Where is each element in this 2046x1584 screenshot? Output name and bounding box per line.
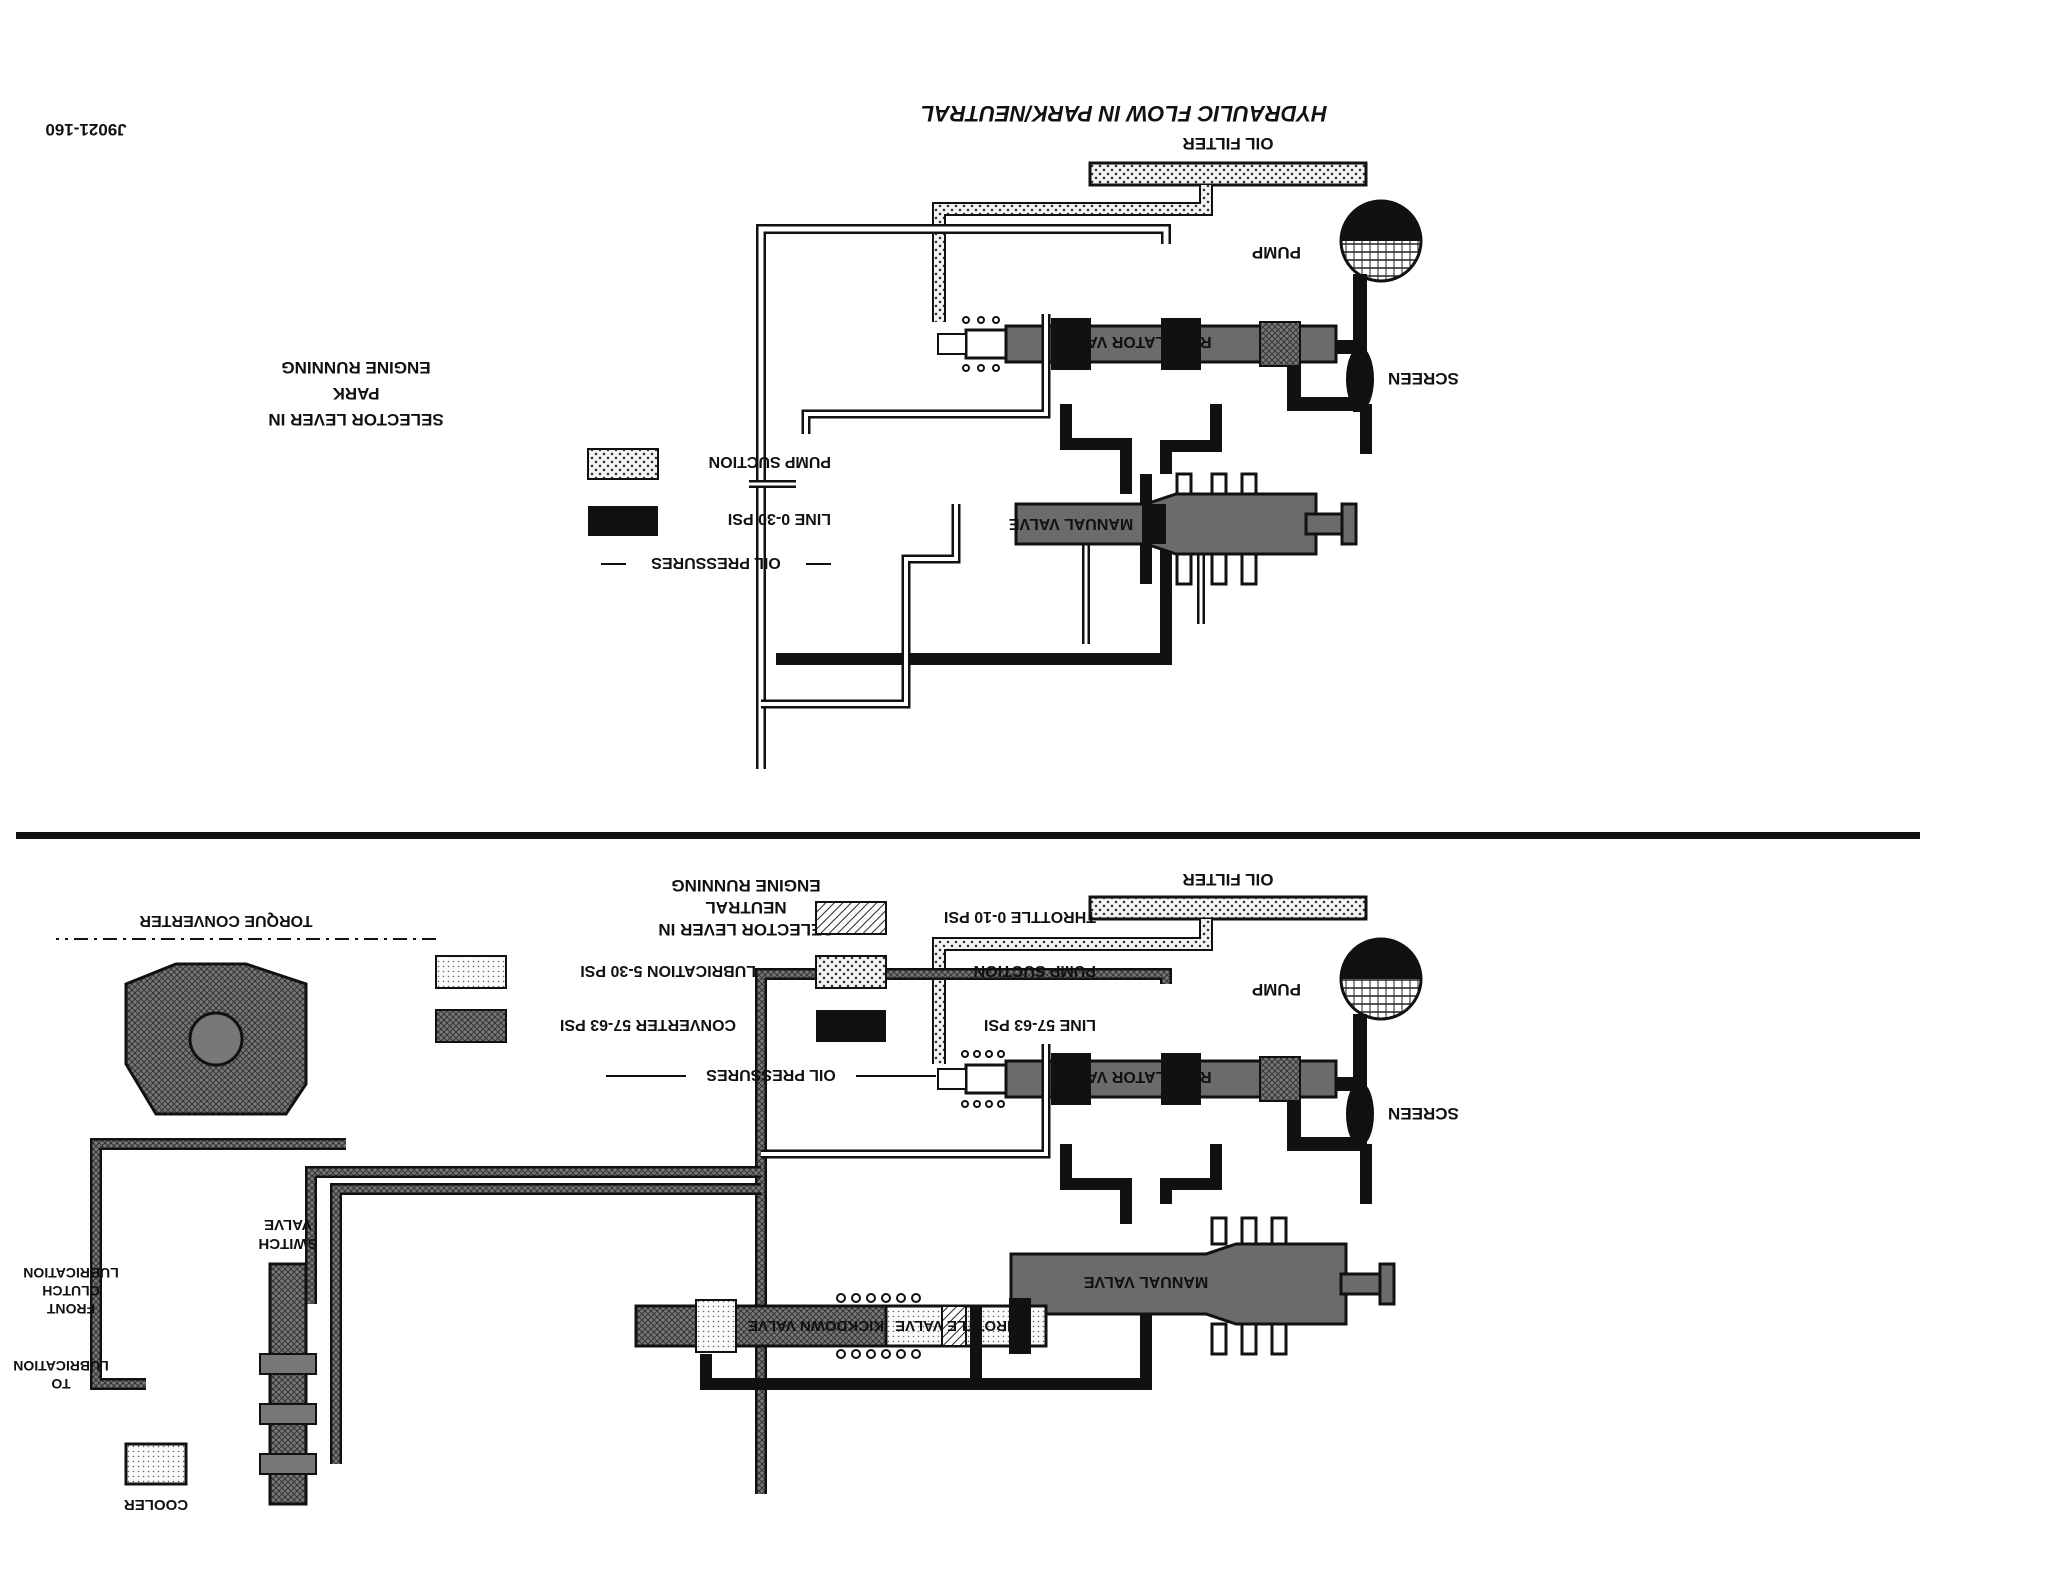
legend-lubrication-label: LUBRICATION 5-30 PSI bbox=[580, 962, 756, 979]
legend-throttle-label: THROTTLE 0-10 PSI bbox=[944, 908, 1096, 925]
legend-line-swatch-top bbox=[588, 506, 658, 536]
oil-filter-label-top: OIL FILTER bbox=[1183, 134, 1274, 153]
oil-filter-label-bottom: OIL FILTER bbox=[1183, 870, 1274, 889]
regulator-valve-label-top: REGULATOR VALVE bbox=[1056, 333, 1212, 350]
manual-valve-label-bottom: MANUAL VALVE bbox=[1083, 1273, 1208, 1290]
legend-converter-label: CONVERTER 57-63 PSI bbox=[560, 1016, 736, 1033]
kickdown-valve-body bbox=[634, 1304, 888, 1348]
switch-valve: SWITCH VALVE bbox=[258, 1216, 318, 1506]
legend-line-label-top: LINE 0-30 PSI bbox=[728, 510, 831, 527]
legend-throttle-swatch bbox=[815, 901, 887, 935]
to-lubrication-label-1: TO bbox=[51, 1376, 70, 1392]
switch-valve-label-1: SWITCH bbox=[258, 1235, 317, 1252]
selector-line-2-top: PARK bbox=[332, 384, 380, 403]
panel-separator bbox=[16, 832, 1920, 839]
front-clutch-label-1: FRONT bbox=[46, 1301, 95, 1317]
screen-label-bottom: SCREEN bbox=[1388, 1104, 1459, 1123]
legend-bottom: OIL PRESSURES LINE 57-63 PSI CONVERTER 5… bbox=[435, 901, 1096, 1083]
cooler-label: COOLER bbox=[124, 1496, 188, 1513]
throttle-valve-label: THROTTLE VALVE bbox=[895, 1317, 1027, 1334]
legend-suction-label-bottom: PUMP SUCTION bbox=[974, 962, 1096, 979]
switch-valve-label-2: VALVE bbox=[264, 1216, 312, 1233]
legend-lubrication-swatch bbox=[435, 955, 507, 989]
pump-label-bottom: PUMP bbox=[1252, 980, 1301, 999]
selector-line-3-top: ENGINE RUNNING bbox=[281, 358, 430, 377]
front-clutch-label-3: LUBRICATION bbox=[23, 1265, 118, 1281]
front-clutch-label-2: CLUTCH bbox=[42, 1283, 100, 1299]
legend-header-bottom: OIL PRESSURES bbox=[706, 1066, 836, 1083]
legend-converter-swatch bbox=[435, 1009, 507, 1043]
oil-filter-top bbox=[1088, 161, 1368, 187]
selector-line-1-top: SELECTOR LEVER IN bbox=[268, 410, 443, 429]
kickdown-valve-label: KICKDOWN VALVE bbox=[748, 1317, 884, 1334]
screen-label-top: SCREEN bbox=[1388, 369, 1459, 388]
selector-line-2-bottom: NEUTRAL bbox=[705, 898, 786, 917]
selector-line-1-bottom: SELECTOR LEVER IN bbox=[658, 920, 833, 939]
to-lubrication-label-2: LUBRICATION bbox=[13, 1358, 108, 1374]
oil-filter-bottom bbox=[1088, 895, 1368, 921]
torque-converter: TORQUE CONVERTER bbox=[56, 912, 436, 1390]
figure-id: J9021-160 bbox=[45, 120, 126, 139]
top-panel: OIL FILTER PUMP SCREEN REGULATOR VALVE bbox=[268, 134, 1459, 769]
legend-suction-label-top: PUMP SUCTION bbox=[709, 453, 831, 470]
cooler bbox=[124, 1442, 188, 1486]
page-title: HYDRAULIC FLOW IN PARK/NEUTRAL bbox=[921, 101, 1328, 126]
legend-suction-swatch-top bbox=[587, 448, 659, 480]
manual-valve-label-top: MANUAL VALVE bbox=[1008, 515, 1133, 532]
legend-header-top: OIL PRESSURES bbox=[651, 554, 781, 571]
legend-top: OIL PRESSURES LINE 0-30 PSI PUMP SUCTION bbox=[587, 448, 831, 571]
bottom-panel: OIL FILTER PUMP SCREEN REGULATOR VALVE bbox=[13, 870, 1459, 1513]
legend-suction-swatch-bottom bbox=[815, 955, 887, 989]
selector-line-3-bottom: ENGINE RUNNING bbox=[671, 876, 820, 895]
regulator-valve-label-bottom: REGULATOR VALVE bbox=[1056, 1068, 1212, 1085]
legend-line-label-bottom: LINE 57-63 PSI bbox=[984, 1016, 1096, 1033]
pump-label-top: PUMP bbox=[1252, 243, 1301, 262]
legend-line-swatch-bottom bbox=[816, 1010, 886, 1042]
torque-converter-label: TORQUE CONVERTER bbox=[139, 912, 313, 929]
